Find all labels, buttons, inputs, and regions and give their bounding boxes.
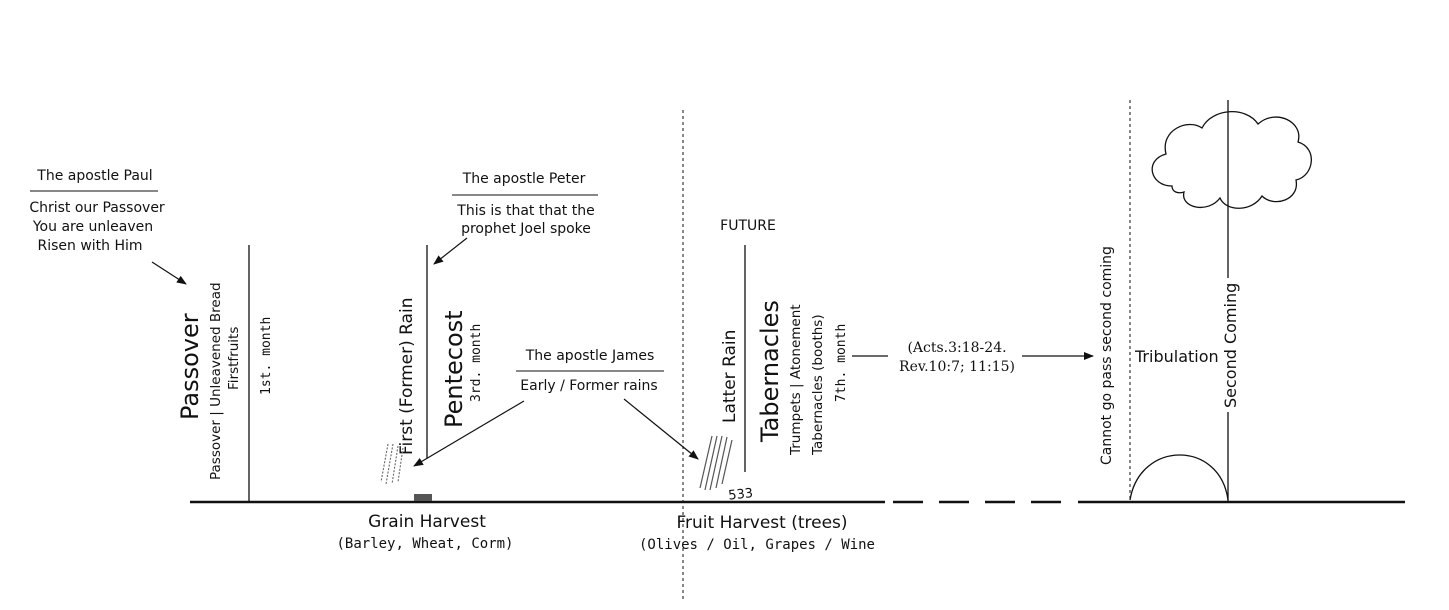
grain-harvest-label: Grain Harvest: [368, 512, 486, 532]
peter-heading: The apostle Peter: [462, 171, 586, 187]
apostle-paul-note: The apostle Paul Christ our Passover You…: [29, 168, 187, 285]
paul-heading: The apostle Paul: [36, 168, 152, 184]
latter-rain-streak: [699, 435, 713, 489]
former-rain-sketch: [380, 443, 404, 485]
latter-rain-streak: [704, 435, 718, 491]
second-coming-label: Second Coming: [1221, 283, 1240, 408]
pentecost-title: Pentecost: [440, 310, 468, 428]
cloud-icon: [1151, 111, 1312, 209]
fruit-harvest-label: Fruit Harvest (trees): [676, 513, 847, 533]
pentecost-month: 3rd. month: [469, 324, 484, 402]
latter-rain-label: Latter Rain: [720, 330, 740, 423]
paul-line-1: Christ our Passover: [29, 200, 165, 216]
pentecost-feast: First (Former) Rain Pentecost 3rd. month: [380, 245, 484, 501]
peter-line-2: prophet Joel spoke: [461, 221, 591, 237]
paul-line-2: You are unleaven: [32, 219, 153, 235]
peter-arrow: [433, 237, 468, 265]
former-rain-streak: [391, 445, 399, 485]
james-arrow-to-former-rain: [413, 400, 525, 467]
scribble-mark: 533: [728, 486, 754, 504]
tabernacles-booths-line: Tabernacles (booths): [810, 314, 826, 456]
grain-harvest-crops: (Barley, Wheat, Corm): [336, 536, 513, 552]
paul-arrow: [151, 261, 187, 285]
passover-feast: Passover Passover | Unleavened Bread Fir…: [176, 245, 274, 502]
peter-line-1: This is that that the: [456, 203, 594, 219]
tabernacles-month: 7th. month: [834, 324, 849, 402]
latter-rain-streak: [721, 439, 733, 485]
earth-arc: [1129, 454, 1229, 501]
passover-month: 1st. month: [259, 317, 274, 395]
scripture-reference: (Acts.3:18-24. Rev.10:7; 11:15): [852, 340, 1094, 375]
apostle-peter-note: The apostle Peter This is that that the …: [433, 171, 598, 265]
cannot-pass-label: Cannot go pass second coming: [1099, 246, 1115, 465]
latter-rain-streak: [709, 435, 723, 491]
former-rain-streak: [380, 443, 389, 483]
end-times: Cannot go pass second coming Tribulation…: [1099, 100, 1312, 502]
apostle-james-note: The apostle James Early / Former rains: [413, 348, 699, 467]
tabernacles-feast: FUTURE Latter Rain Tabernacles Trumpets …: [699, 218, 849, 504]
passover-feasts-line: Passover | Unleavened Bread: [208, 282, 224, 480]
harvest-labels: Grain Harvest (Barley, Wheat, Corm) Frui…: [336, 512, 875, 553]
james-arrow-to-latter-rain: [623, 398, 699, 460]
tabernacles-title: Tabernacles: [756, 300, 784, 443]
tabernacles-trumpets-line: Trumpets | Atonement: [788, 304, 804, 456]
former-rain-label: First (Former) Rain: [397, 298, 417, 455]
james-heading: The apostle James: [525, 348, 655, 364]
tribulation-label: Tribulation: [1134, 347, 1219, 366]
seed-mark: [414, 494, 432, 501]
fruit-harvest-crops: (Olives / Oil, Grapes / Wine: [639, 537, 875, 553]
reference-line-2: Rev.10:7; 11:15): [899, 359, 1015, 375]
reference-line-1: (Acts.3:18-24.: [907, 340, 1006, 356]
future-label: FUTURE: [720, 218, 776, 234]
james-line-1: Early / Former rains: [520, 378, 657, 394]
passover-title: Passover: [176, 313, 204, 420]
latter-rain-sketch: [699, 435, 733, 491]
former-rain-streak: [397, 447, 404, 483]
paul-line-3: Risen with Him: [37, 238, 142, 254]
latter-rain-streak: [715, 436, 728, 489]
former-rain-streak: [385, 443, 394, 485]
passover-firstfruits: Firstfruits: [226, 327, 242, 390]
